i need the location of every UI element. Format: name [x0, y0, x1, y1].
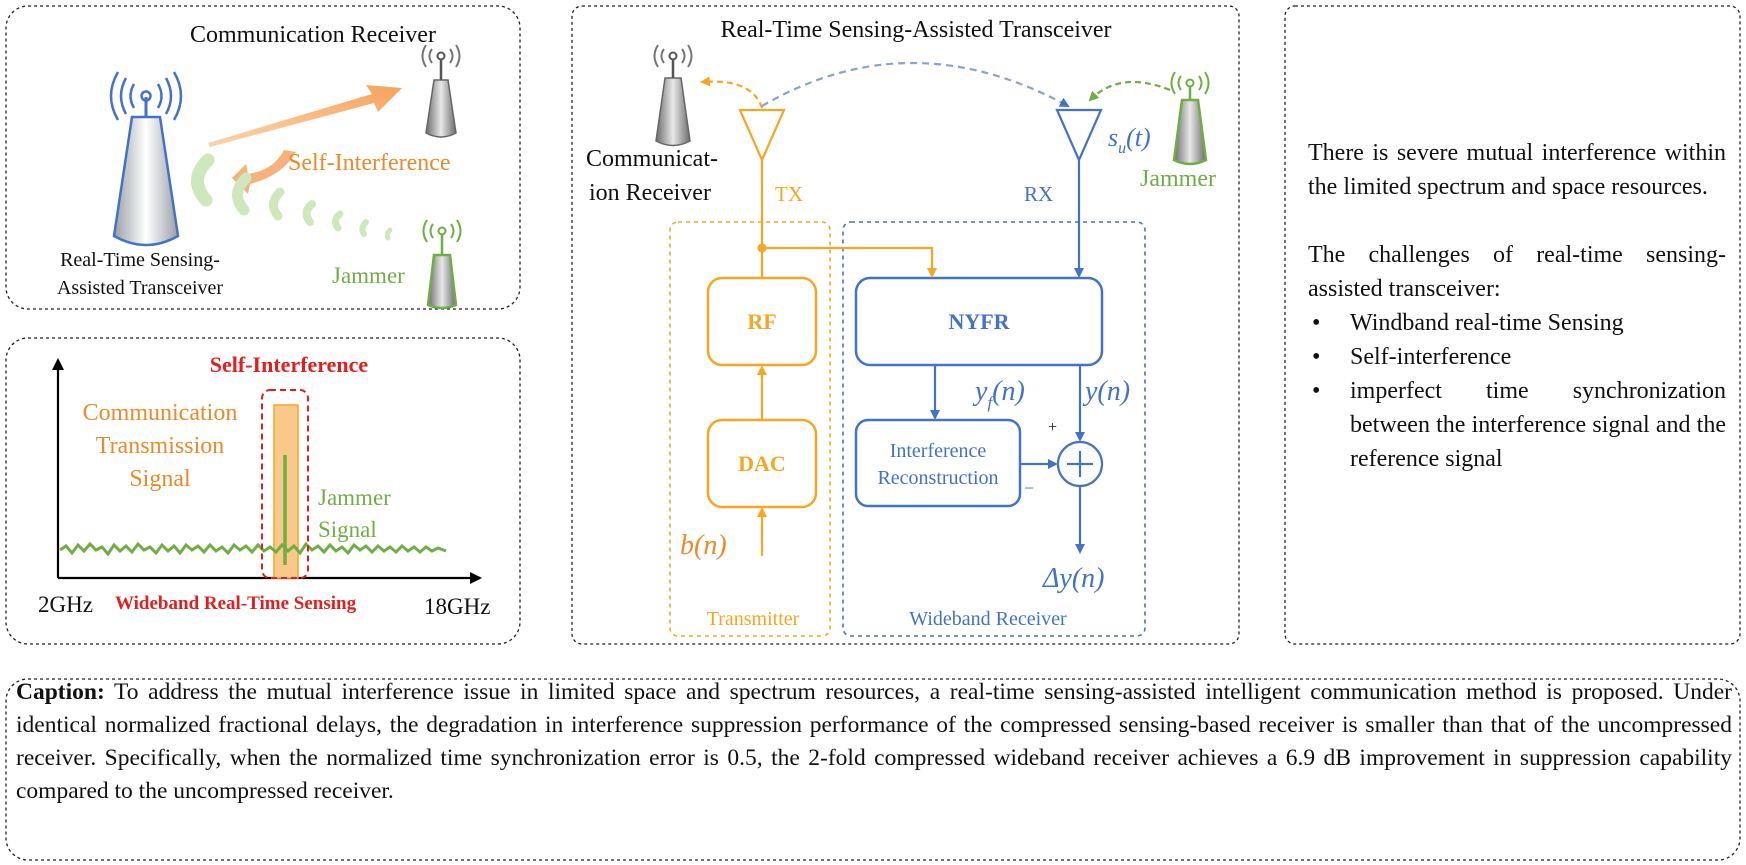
- transmission-arrow-icon: [208, 85, 402, 147]
- su-arg: (t): [1126, 123, 1151, 152]
- rx-antenna-icon: [1055, 108, 1103, 163]
- list-item: Self-interference: [1308, 340, 1726, 374]
- x-axis-start-label: 2GHz: [38, 592, 93, 617]
- comm-receiver-label-line2: ion Receiver: [589, 180, 711, 206]
- list-item: imperfect time synchronization between t…: [1308, 374, 1726, 476]
- jammer-signal-label-line1: Jammer: [318, 485, 391, 510]
- comm-signal-label-line2: Transmission: [96, 433, 224, 459]
- adder-icon: [1056, 440, 1104, 488]
- block-jammer-label: Jammer: [1140, 166, 1216, 192]
- tx-label: TX: [775, 182, 803, 206]
- self-interference-label: Self-Interference: [288, 150, 451, 176]
- reference-to-nyfr-arrow: [762, 246, 937, 278]
- recon-label-line2: Reconstruction: [877, 467, 998, 489]
- spectrum-panel: Self-Interference Communication Transmis…: [5, 337, 521, 645]
- wideband-receiver-label: Wideband Receiver: [909, 608, 1067, 630]
- x-axis-end-label: 18GHz: [424, 594, 490, 619]
- communication-receiver-tower-icon: [653, 44, 693, 147]
- yf-n-label: yf(n): [972, 376, 1025, 412]
- block-jammer-tower-icon: [1170, 71, 1210, 166]
- challenges-panel: There is severe mutual interference with…: [1308, 136, 1726, 476]
- tx-to-receiver-arrow: [700, 76, 764, 109]
- jamming-waves-icon: [191, 153, 393, 241]
- jammer-label: Jammer: [332, 263, 405, 288]
- challenges-heading: The challenges of real-time sensing-assi…: [1308, 242, 1726, 302]
- x-axis-caption: Wideband Real-Time Sensing: [115, 593, 357, 614]
- wideband-receiver-group: [842, 221, 1146, 637]
- transceiver-label-line1: Real-Time Sensing-: [60, 249, 220, 271]
- rf-label: RF: [747, 309, 776, 334]
- y-n-label: y(n): [1082, 376, 1130, 407]
- jammer-signal-label-line2: Signal: [318, 517, 377, 542]
- yf-sub: f: [987, 393, 994, 412]
- caption-label: Caption:: [16, 679, 105, 705]
- recon-label-line1: Interference: [890, 440, 987, 462]
- yf-arg: (n): [992, 376, 1025, 407]
- spectrum-title: Self-Interference: [210, 352, 369, 377]
- plus-sign: +: [1048, 419, 1057, 436]
- transmitter-label: Transmitter: [707, 608, 800, 630]
- dac-label: DAC: [738, 451, 786, 476]
- delta-y-n-label: Δy(n): [1042, 563, 1105, 594]
- comm-receiver-label-line1: Communicat-: [586, 146, 718, 172]
- transceiver-tower-icon: [109, 71, 183, 247]
- jammer-tower-icon: [422, 219, 462, 310]
- scenario-panel: Communication Receiver: [5, 5, 521, 310]
- challenges-intro: There is severe mutual interference with…: [1308, 140, 1726, 200]
- communication-receiver-icon: [421, 44, 461, 138]
- block-diagram-panel: Real-Time Sensing-Assisted Transceiver C…: [571, 5, 1240, 645]
- list-item: Windband real-time Sensing: [1308, 306, 1726, 340]
- tx-antenna-icon: [738, 108, 786, 163]
- su-t-label: su(t): [1108, 123, 1151, 157]
- noise-floor-line: [59, 541, 447, 557]
- jammer-signal-arrow: [1088, 80, 1171, 102]
- nyfr-label: NYFR: [948, 309, 1010, 334]
- transmitter-group: [669, 221, 831, 637]
- tx-to-rx-leakage-arrow: [761, 62, 1070, 107]
- transceiver-label-line2: Assisted Transceiver: [57, 277, 223, 299]
- caption: Caption: To address the mutual interfere…: [16, 676, 1732, 808]
- interference-reconstruction-block: [854, 418, 1022, 508]
- minus-sign: −: [1024, 478, 1034, 498]
- block-diagram-title: Real-Time Sensing-Assisted Transceiver: [720, 17, 1111, 43]
- panel-title: Communication Receiver: [190, 22, 436, 48]
- comm-signal-label-line1: Communication: [83, 400, 238, 426]
- su-var: s: [1108, 123, 1118, 152]
- nyfr-block: [854, 276, 1104, 367]
- caption-text: To address the mutual interference issue…: [16, 679, 1732, 804]
- yf-var: y: [972, 376, 988, 407]
- su-sub: u: [1118, 140, 1126, 157]
- challenges-panel-frame: [1284, 5, 1741, 645]
- self-interference-region: [261, 389, 309, 579]
- comm-signal-label-line3: Signal: [129, 466, 191, 492]
- challenges-list: Windband real-time Sensing Self-interfer…: [1308, 306, 1726, 476]
- b-n-label: b(n): [680, 530, 727, 561]
- rx-label: RX: [1024, 182, 1053, 206]
